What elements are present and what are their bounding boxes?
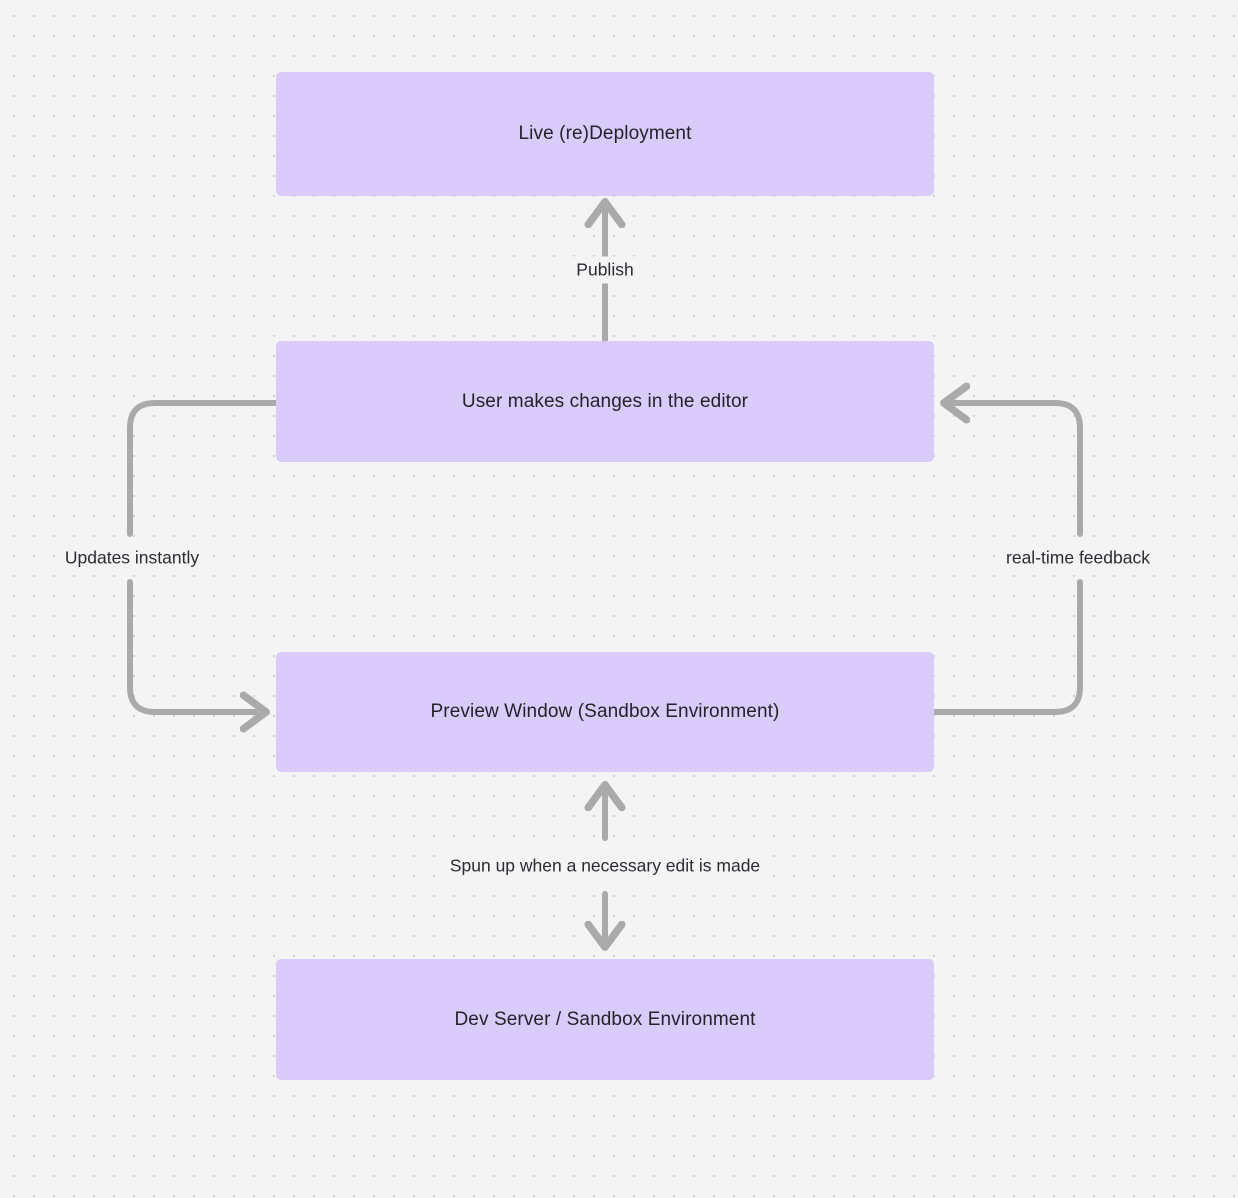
edge-real-time-feedback-upper: [945, 403, 1083, 537]
node-user-edits[interactable]: User makes changes in the editor: [276, 341, 934, 462]
node-live-deployment[interactable]: Live (re)Deployment: [276, 72, 934, 196]
node-preview-window[interactable]: Preview Window (Sandbox Environment): [276, 652, 934, 772]
node-label: Live (re)Deployment: [518, 123, 692, 145]
edge-label-real-time-feedback: real-time feedback: [999, 544, 1157, 572]
node-dev-server[interactable]: Dev Server / Sandbox Environment: [276, 959, 934, 1080]
edge-label-spun-up: Spun up when a necessary edit is made: [442, 852, 768, 880]
edge-label-publish: Publish: [569, 256, 641, 284]
edge-updates-instantly-lower: [127, 579, 265, 712]
edge-label-updates-instantly: Updates instantly: [57, 544, 207, 572]
node-label: Dev Server / Sandbox Environment: [454, 1008, 756, 1030]
edge-updates-instantly-upper: [127, 400, 279, 537]
node-label: Preview Window (Sandbox Environment): [430, 701, 780, 723]
node-label: User makes changes in the editor: [461, 390, 749, 412]
edge-real-time-feedback-lower: [931, 579, 1083, 715]
